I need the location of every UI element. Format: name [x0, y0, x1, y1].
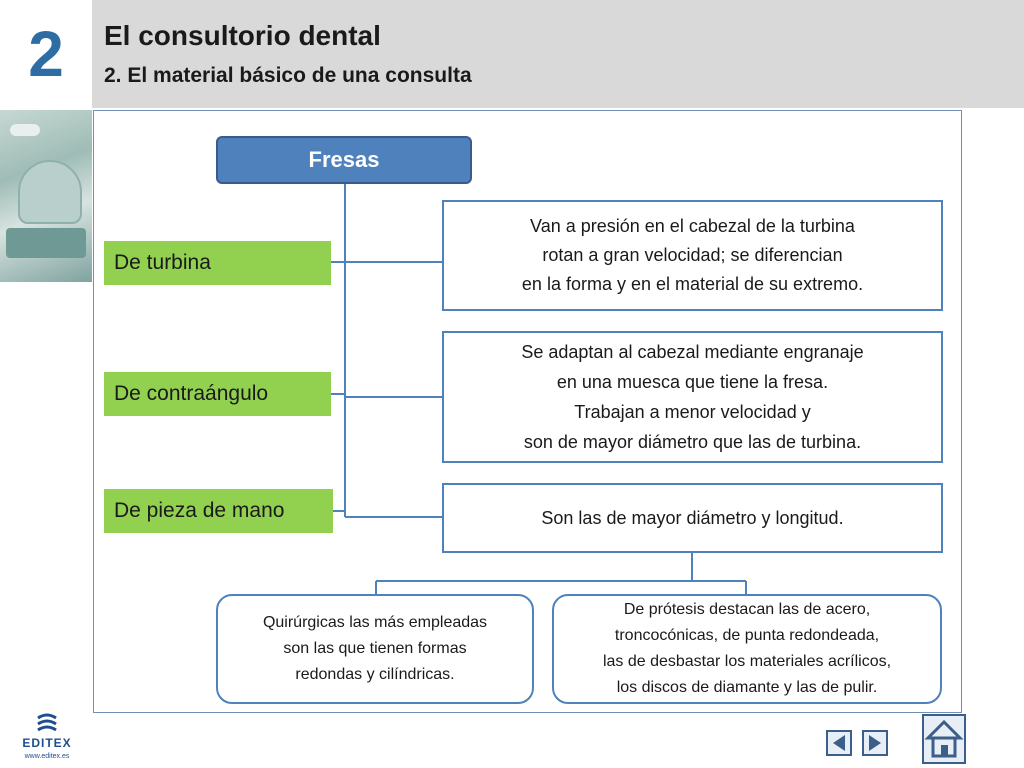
editex-logo-icon: [37, 713, 57, 732]
next-slide-button[interactable]: [862, 730, 888, 756]
triangle-left-icon: [833, 735, 845, 751]
triangle-right-icon: [869, 735, 881, 751]
home-button[interactable]: [922, 714, 966, 764]
subtype-protesis: De prótesis destacan las de acero, tronc…: [552, 594, 942, 704]
dental-office-photo: [0, 110, 92, 282]
editex-url: www.editex.es: [24, 753, 70, 760]
category-pieza-de-mano: De pieza de mano: [104, 489, 333, 533]
category-contraangulo: De contraángulo: [104, 372, 331, 416]
category-turbina: De turbina: [104, 241, 331, 285]
page-subtitle: 2. El material básico de una consulta: [104, 64, 472, 87]
subtype-quirurgicas: Quirúrgicas las más empleadas son las qu…: [216, 594, 534, 704]
page-title: El consultorio dental: [104, 20, 381, 51]
root-node-fresas: Fresas: [216, 136, 472, 184]
editex-logo: EDITEX www.editex.es: [14, 712, 80, 764]
chapter-number: 2: [28, 18, 64, 90]
description-contraangulo: Se adaptan al cabezal mediante engranaje…: [442, 331, 943, 463]
header-band: [92, 0, 1024, 108]
photo-lamp: [10, 124, 40, 136]
editex-brand: EDITEX: [22, 736, 72, 750]
home-icon: [924, 719, 964, 758]
previous-slide-button[interactable]: [826, 730, 852, 756]
photo-chair-base: [6, 228, 86, 258]
description-turbina: Van a presión en el cabezal de la turbin…: [442, 200, 943, 311]
description-pieza-de-mano: Son las de mayor diámetro y longitud.: [442, 483, 943, 553]
photo-dental-chair: [18, 160, 82, 224]
